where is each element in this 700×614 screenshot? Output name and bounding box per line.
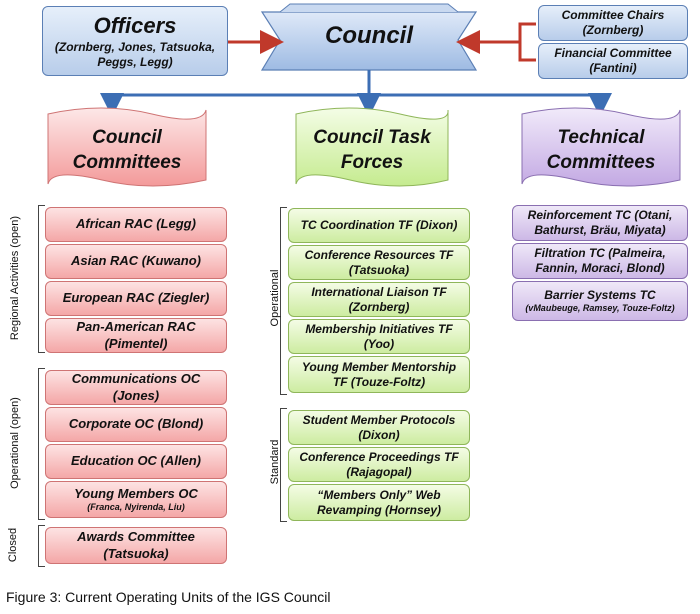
operational-label: Operational (open): [9, 397, 21, 489]
regional-label: Regional Activities (open): [9, 215, 21, 341]
officers-members: (Zornberg, Jones, Tatsuoka, Peggs, Legg): [54, 39, 216, 69]
task-force-box: Conference Proceedings TF(Rajagopal): [288, 447, 470, 482]
technical-committee-box: Filtration TC (Palmeira,Fannin, Moraci, …: [512, 243, 688, 279]
closed-bracket: [38, 525, 45, 567]
figure-caption: Figure 3: Current Operating Units of the…: [6, 589, 331, 605]
committee-box: African RAC (Legg): [45, 207, 227, 242]
tf-operational-bracket: [280, 207, 287, 395]
tf-standard-bracket: [280, 408, 287, 522]
task-force-box: Membership Initiatives TF(Yoo): [288, 319, 470, 354]
council-committees-banner: [47, 107, 207, 187]
committee-box: Awards Committee(Tatsuoka): [45, 527, 227, 564]
task-force-box: TC Coordination TF (Dixon): [288, 208, 470, 243]
officers-box: Officers (Zornberg, Jones, Tatsuoka, Peg…: [42, 6, 228, 76]
task-force-box: International Liaison TF(Zornberg): [288, 282, 470, 317]
council-title: Council: [325, 22, 413, 49]
tf-operational-label: Operational: [269, 269, 281, 327]
committee-box: Communications OC(Jones): [45, 370, 227, 405]
committee-chairs-box: Committee Chairs (Zornberg): [538, 5, 688, 41]
financial-committee-box: Financial Committee (Fantini): [538, 43, 688, 79]
operational-bracket: [38, 368, 45, 520]
task-force-box: Conference Resources TF(Tatsuoka): [288, 245, 470, 280]
committee-box: Education OC (Allen): [45, 444, 227, 479]
committee-box: Pan-American RAC(Pimentel): [45, 318, 227, 353]
technical-committee-box: Barrier Systems TC(vMaubeuge, Ramsey, To…: [512, 281, 688, 321]
committee-box: European RAC (Ziegler): [45, 281, 227, 316]
committee-box: Young Members OC(Franca, Nyirenda, Liu): [45, 481, 227, 518]
committee-box: Asian RAC (Kuwano): [45, 244, 227, 279]
tf-standard-label: Standard: [269, 439, 281, 485]
closed-label: Closed: [7, 527, 19, 563]
technical-banner: [521, 107, 681, 187]
officers-title: Officers: [93, 13, 177, 39]
task-force-box: Student Member Protocols(Dixon): [288, 410, 470, 445]
committee-box: Corporate OC (Blond): [45, 407, 227, 442]
technical-committee-box: Reinforcement TC (Otani,Bathurst, Bräu, …: [512, 205, 688, 241]
task-forces-banner: [295, 107, 449, 187]
regional-bracket: [38, 205, 45, 353]
